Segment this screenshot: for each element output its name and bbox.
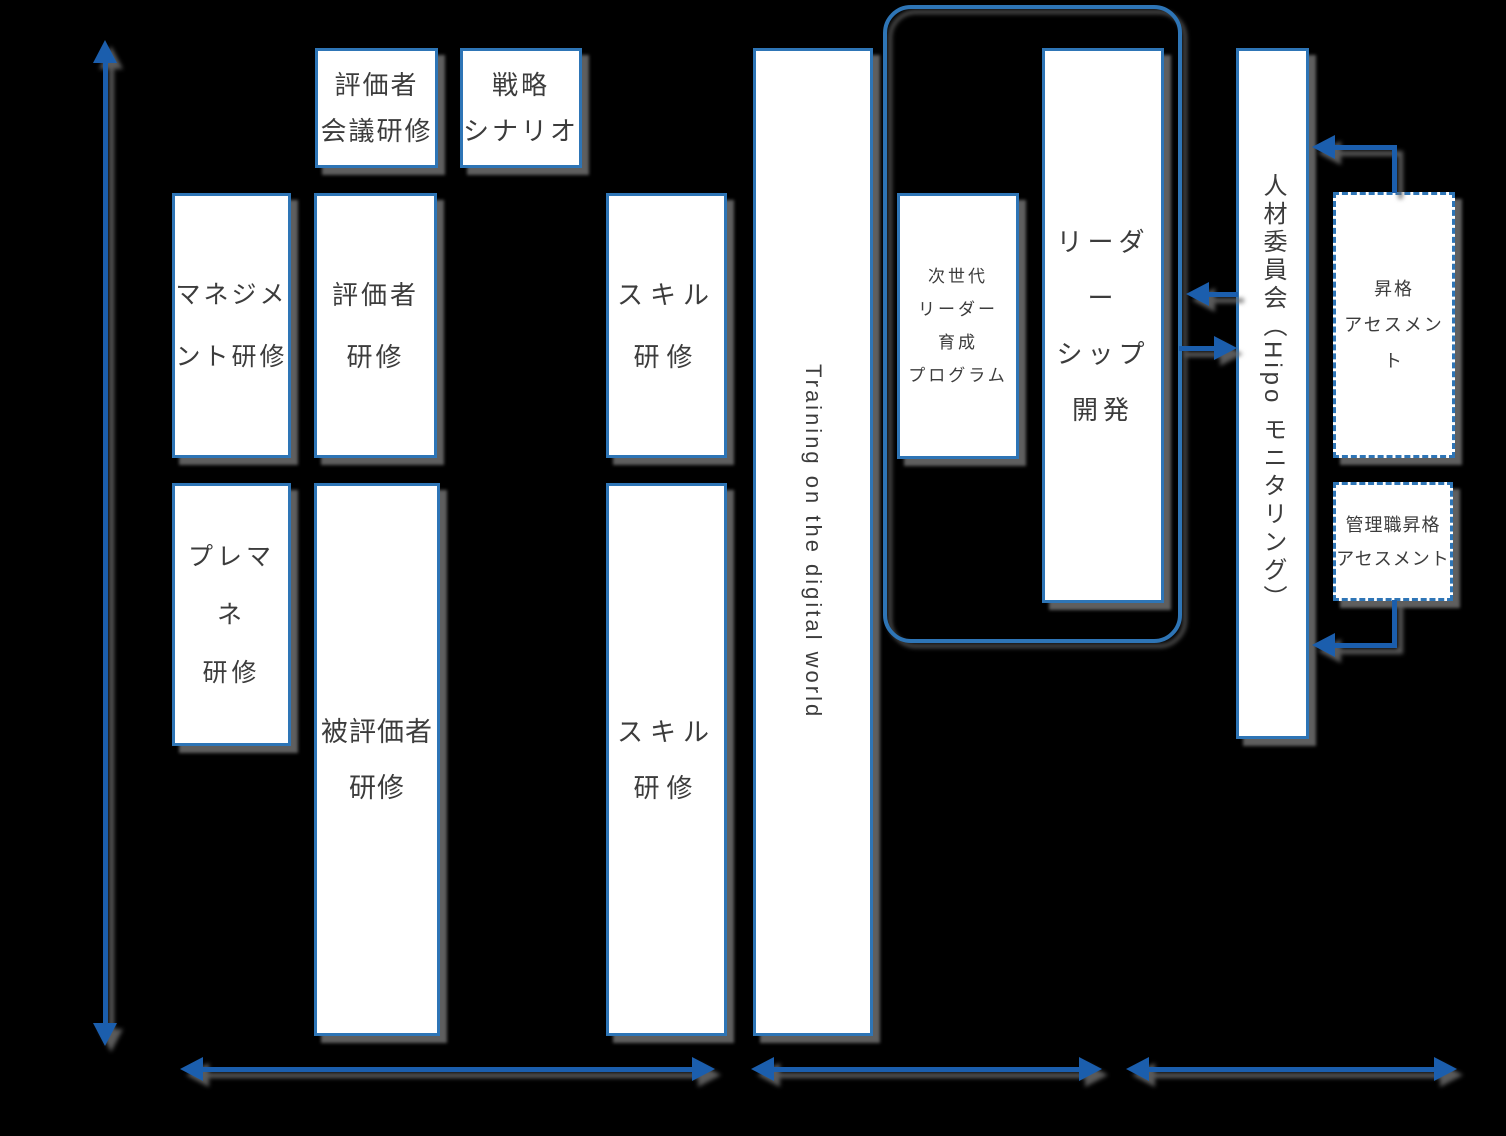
arrowhead-left-icon	[180, 1057, 203, 1081]
box-next-gen-leader-program: 次世代 リーダー 育成 プログラム	[897, 193, 1019, 459]
box-manager-promotion-assessment: 管理職昇格 アセスメント	[1333, 482, 1453, 601]
box-pre-manager-training: プレマネ 研修	[172, 483, 291, 746]
box-label: リーダー シップ 開発	[1056, 226, 1150, 425]
box-evaluatee-training: 被評価者 研修	[314, 483, 440, 1036]
box-promotion-assessment: 昇格 アセスメント	[1333, 192, 1455, 458]
box-label: プレマネ 研修	[187, 542, 275, 687]
arrow-segment	[1392, 600, 1397, 646]
box-evaluator-meeting-training: 評価者 会議研修	[315, 48, 438, 168]
box-label: 次世代 リーダー 育成 プログラム	[908, 267, 1008, 385]
box-label: マネジメ ント研修	[175, 280, 288, 371]
arrow-segment	[1179, 346, 1216, 351]
arrowhead-left-icon	[1312, 633, 1335, 657]
arrow-segment	[1332, 145, 1397, 150]
arrowhead-right-icon	[1434, 1057, 1457, 1081]
box-skill-training-lower: スキル 研修	[606, 483, 727, 1036]
box-label: 管理職昇格 アセスメント	[1336, 514, 1450, 569]
arrowhead-up-icon	[93, 40, 117, 63]
arrowhead-down-icon	[93, 1023, 117, 1046]
box-label: スキル 研修	[616, 716, 716, 803]
arrow-segment	[200, 1067, 694, 1072]
arrowhead-right-icon	[1079, 1057, 1102, 1081]
box-label: 評価者 会議研修	[320, 70, 433, 146]
arrowhead-left-icon	[751, 1057, 774, 1081]
box-hr-committee: 人材委員会（Hipo モニタリング）	[1236, 48, 1309, 739]
arrowhead-left-icon	[1186, 282, 1209, 306]
box-label: 戦略 シナリオ	[463, 70, 580, 146]
box-management-training: マネジメ ント研修	[172, 193, 291, 458]
arrowhead-right-icon	[692, 1057, 715, 1081]
box-label: Training on the digital world	[801, 364, 826, 720]
box-leadership-development: リーダー シップ 開発	[1042, 48, 1164, 603]
arrow-segment	[771, 1067, 1081, 1072]
box-label: 被評価者 研修	[321, 716, 433, 803]
box-digital-training: Training on the digital world	[753, 48, 873, 1036]
box-label: 人材委員会（Hipo モニタリング）	[1259, 173, 1286, 614]
box-evaluator-training: 評価者 研修	[314, 193, 437, 458]
arrowhead-left-icon	[1126, 1057, 1149, 1081]
arrowhead-left-icon	[1312, 135, 1335, 159]
arrow-segment	[1206, 292, 1238, 297]
box-label: 評価者 研修	[331, 279, 419, 372]
box-label: スキル 研修	[616, 279, 716, 372]
box-strategy-scenario: 戦略 シナリオ	[460, 48, 582, 168]
arrow-segment	[1146, 1067, 1436, 1072]
arrow-segment	[1392, 147, 1397, 193]
arrowhead-right-icon	[1214, 336, 1237, 360]
box-skill-training-upper: スキル 研修	[606, 193, 727, 458]
vertical-axis-line	[103, 58, 108, 1026]
box-label: 昇格 アセスメント	[1344, 279, 1444, 371]
leadership-group-frame	[883, 5, 1182, 643]
arrow-segment	[1332, 643, 1397, 648]
